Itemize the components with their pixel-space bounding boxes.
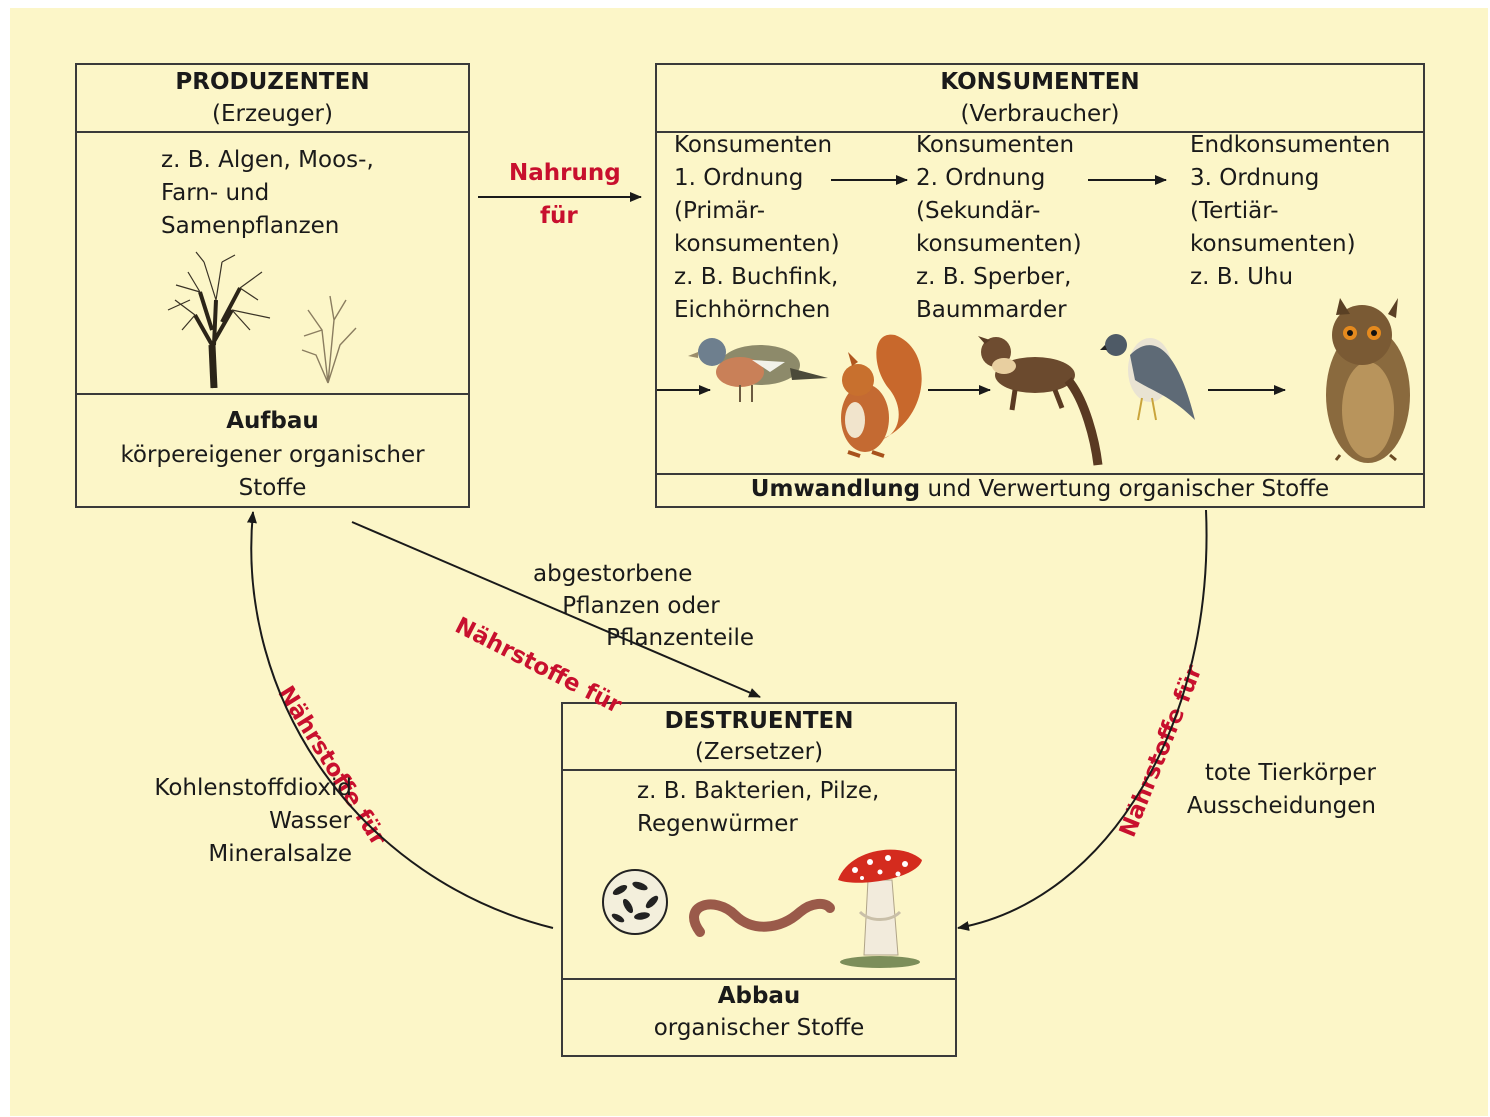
sparrowhawk-icon [1100, 334, 1195, 420]
bacteria-icon [603, 870, 667, 934]
shrub-icon [302, 296, 356, 383]
chaffinch-icon [688, 338, 828, 402]
dead-animals-arrow [958, 510, 1207, 928]
squirrel-icon [841, 335, 922, 456]
marten-icon [978, 336, 1098, 465]
minerals-arrow [251, 512, 553, 928]
tree-icon [168, 252, 270, 388]
eagle-owl-icon [1326, 298, 1410, 463]
mushroom-icon [838, 850, 922, 968]
earthworm-icon [694, 904, 830, 932]
dead-plants-arrow [352, 522, 760, 697]
